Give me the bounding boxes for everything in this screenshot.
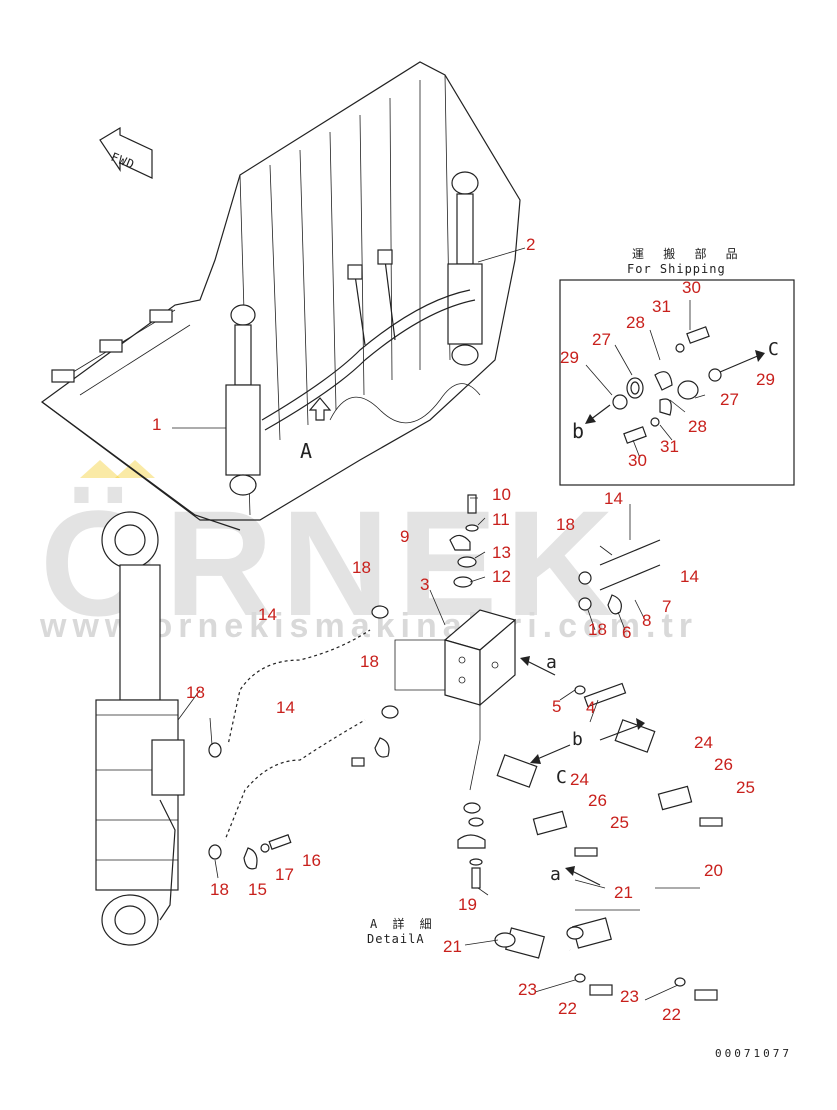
view-arrows (520, 350, 765, 886)
callout-22b: 22 (662, 1005, 681, 1024)
callout-18c: 18 (360, 652, 379, 671)
callout-26b: 26 (588, 791, 607, 810)
callout-14d: 14 (276, 698, 295, 717)
callout-29b: 29 (756, 370, 775, 389)
callout-31b: 31 (660, 437, 679, 456)
callout-27: 27 (592, 330, 611, 349)
callout-3: 3 (420, 575, 429, 594)
callout-2: 2 (526, 235, 535, 254)
callout-12: 12 (492, 567, 511, 586)
boom-cylinder (95, 511, 185, 946)
valve-block (394, 609, 517, 791)
callout-30b: 30 (628, 451, 647, 470)
shipping-jp-label: 運 搬 部 品 (632, 246, 744, 261)
callout-10: 10 (492, 485, 511, 504)
callout-18b: 18 (352, 558, 371, 577)
callout-6: 6 (622, 623, 631, 642)
callout-9: 9 (400, 527, 409, 546)
callout-7: 7 (662, 597, 671, 616)
callout-5: 5 (552, 697, 561, 716)
callout-18f: 18 (588, 620, 607, 639)
view-a-small-label: a (546, 652, 558, 673)
drawing-number: 00071077 (715, 1047, 792, 1060)
shipping-parts-box: 運 搬 部 品 For Shipping b C (559, 246, 795, 486)
callout-14c: 14 (258, 605, 277, 624)
callout-15: 15 (248, 880, 267, 899)
callout-23: 23 (518, 980, 537, 999)
pipes (494, 719, 723, 1001)
upper-cylinders (225, 171, 483, 496)
captions: A 詳 細 DetailA a a b C 00071077 (367, 652, 792, 1060)
callout-14b: 14 (680, 567, 699, 586)
callout-8: 8 (642, 611, 651, 630)
view-b-label: b (572, 419, 585, 443)
detail-en-label: DetailA (367, 932, 425, 946)
callout-18: 18 (556, 515, 575, 534)
callout-1: 1 (152, 415, 161, 434)
callout-28: 28 (626, 313, 645, 332)
callout-23b: 23 (620, 987, 639, 1006)
callout-4: 4 (586, 698, 595, 717)
leader-lines (172, 247, 700, 1001)
fwd-arrow: FWD (99, 126, 153, 179)
callout-29: 29 (560, 348, 579, 367)
detail-jp-label: A 詳 細 (370, 916, 436, 931)
callout-25b: 25 (610, 813, 629, 832)
callout-14: 14 (604, 489, 623, 508)
callout-11: 11 (492, 510, 510, 529)
callout-24: 24 (694, 733, 713, 752)
callout-22: 22 (558, 999, 577, 1018)
callout-30: 30 (682, 278, 701, 297)
view-b-label-2: b (572, 729, 584, 750)
view-a-small-label-2: a (550, 864, 562, 885)
callouts: 1 2 3 4 5 6 7 8 9 10 11 12 13 14 14 14 1… (152, 235, 775, 1024)
callout-24b: 24 (570, 770, 589, 789)
callout-18d: 18 (186, 683, 205, 702)
callout-21b: 21 (443, 937, 462, 956)
callout-25: 25 (736, 778, 755, 797)
callout-26: 26 (714, 755, 733, 774)
callout-19: 19 (458, 895, 477, 914)
view-c-label-2: C (556, 767, 568, 788)
callout-28b: 28 (688, 417, 707, 436)
callout-27b: 27 (720, 390, 739, 409)
view-c-label: C (768, 339, 780, 360)
callout-21: 21 (614, 883, 633, 902)
hoses (223, 539, 661, 841)
view-a-label: A (300, 439, 313, 463)
callout-18e: 18 (210, 880, 229, 899)
callout-17: 17 (275, 865, 294, 884)
small-parts (208, 494, 627, 889)
shipping-en-label: For Shipping (627, 262, 726, 276)
callout-31: 31 (652, 297, 671, 316)
callout-16: 16 (302, 851, 321, 870)
callout-13: 13 (492, 543, 511, 562)
callout-20: 20 (704, 861, 723, 880)
